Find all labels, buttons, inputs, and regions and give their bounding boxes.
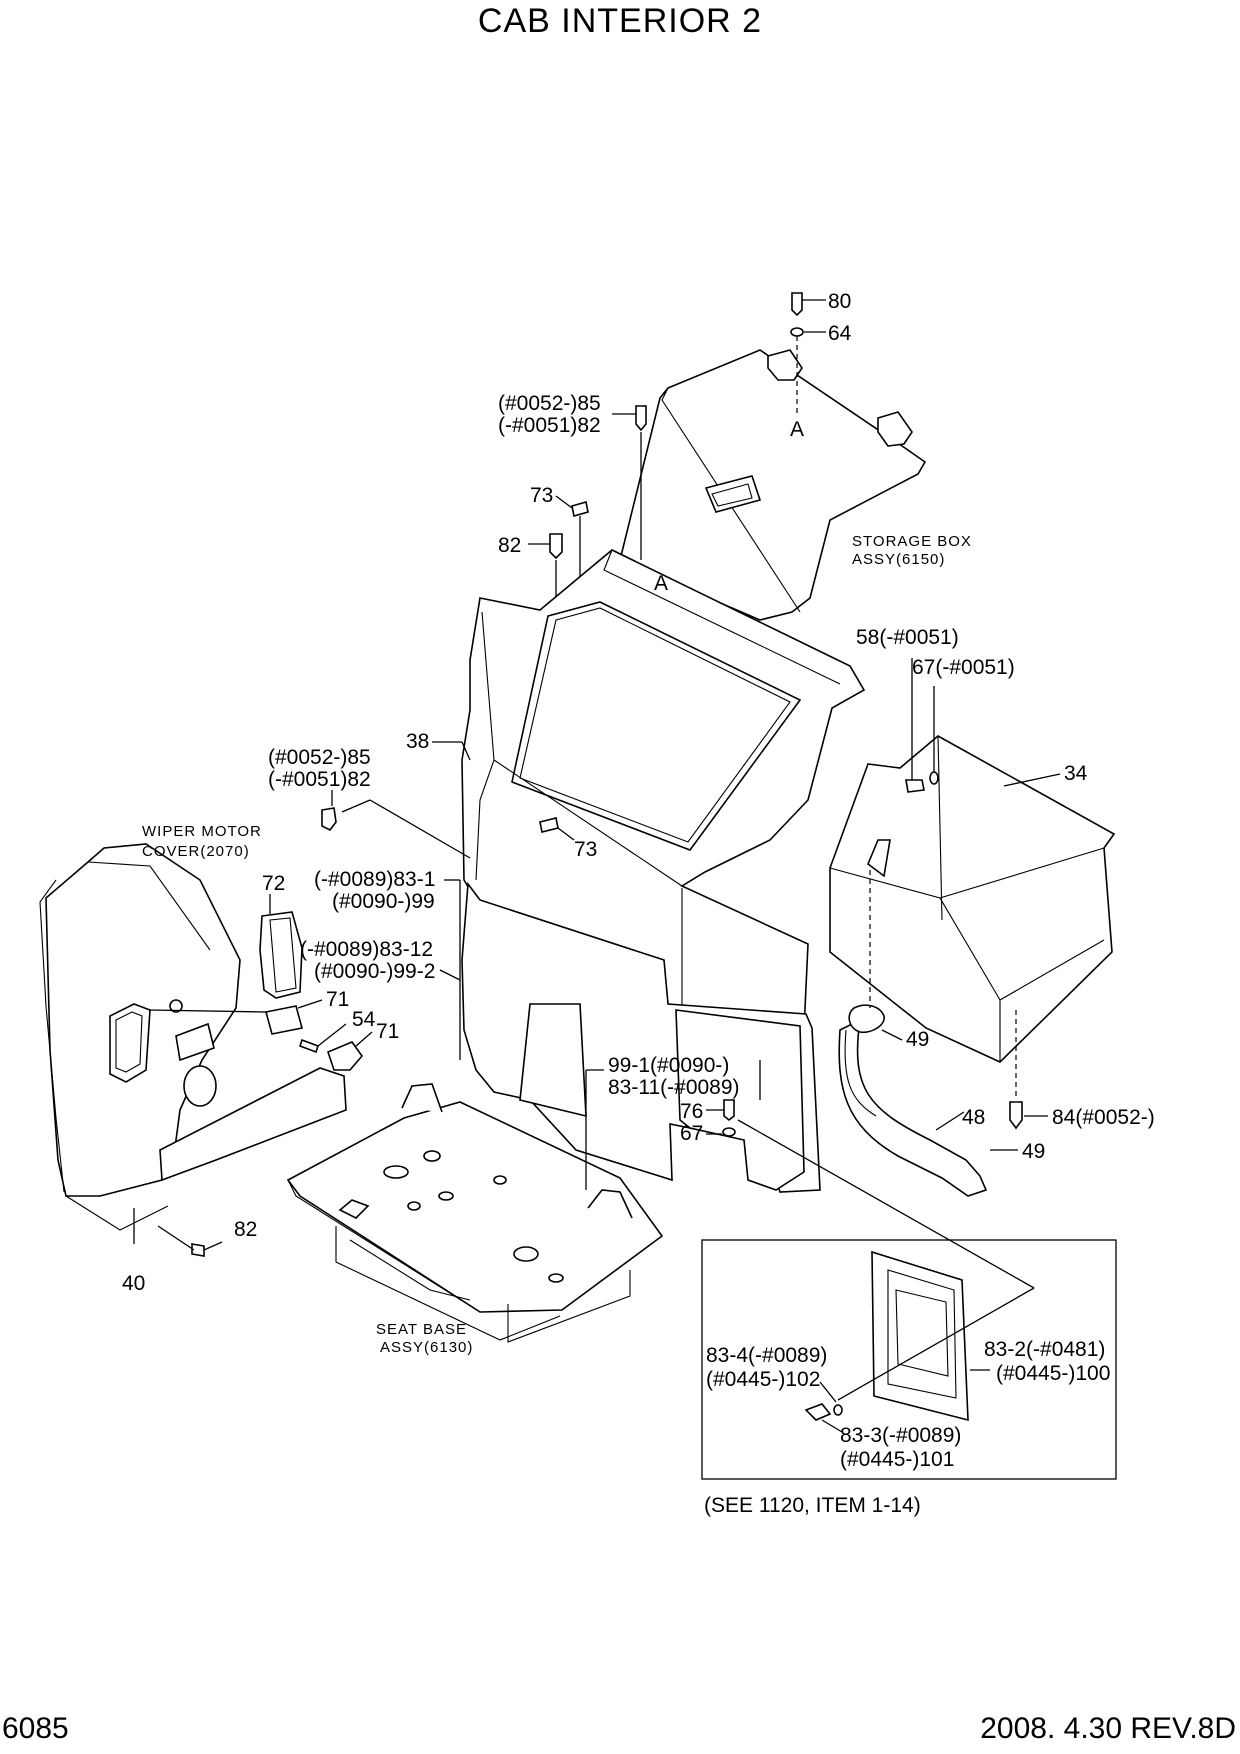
bolt-85-82-left bbox=[321, 790, 471, 859]
callout-76: 76 bbox=[680, 1100, 703, 1123]
callout-82-top: 82 bbox=[498, 534, 521, 557]
callout-71-pad: 71 bbox=[326, 988, 349, 1011]
callout-83-1: (-#0089)83-1 bbox=[314, 868, 435, 891]
clip-73-mid bbox=[539, 817, 575, 841]
callout-99: (#0090-)99 bbox=[332, 890, 435, 913]
callout-99-2: (#0090-)99-2 bbox=[314, 960, 435, 983]
storage-box-34 bbox=[829, 735, 1116, 1063]
washer-67-top bbox=[929, 686, 939, 785]
page-title: CAB INTERIOR 2 bbox=[477, 2, 763, 40]
drain-hose-48 bbox=[838, 1004, 988, 1197]
callout-83-12: (-#0089)83-12 bbox=[300, 938, 433, 961]
callout-101: (#0445-)101 bbox=[840, 1448, 954, 1471]
callout-48: 48 bbox=[962, 1106, 985, 1129]
rear-panel-38 bbox=[461, 549, 866, 1031]
callout-73-mid: 73 bbox=[574, 838, 597, 861]
bolt-58 bbox=[905, 658, 925, 793]
revision-date: 2008. 4.30 REV.8D bbox=[980, 1712, 1236, 1745]
callout-54: 54 bbox=[352, 1008, 376, 1031]
wing-screw-83-3 bbox=[804, 1403, 843, 1421]
callout-58: 58(-#0051) bbox=[856, 626, 959, 649]
page-number: 6085 bbox=[2, 1712, 69, 1745]
callout-84: 84(#0052-) bbox=[1052, 1106, 1155, 1129]
storage-box-label-1: STORAGE BOX bbox=[852, 533, 972, 550]
pad-71 bbox=[265, 999, 323, 1035]
bolt-80 bbox=[791, 292, 826, 317]
callout-80: 80 bbox=[828, 290, 851, 313]
callout-102: (#0445-)102 bbox=[706, 1368, 820, 1391]
callout-83-2: 83-2(-#0481) bbox=[984, 1338, 1105, 1361]
callout-82-bottom: 82 bbox=[234, 1218, 257, 1241]
washer-64 bbox=[790, 327, 826, 337]
callout-38: 38 bbox=[406, 730, 429, 753]
callout-A-top: A bbox=[790, 418, 804, 441]
callout-85-top: (#0052-)85 bbox=[498, 392, 601, 415]
wiper-motor-label-1: WIPER MOTOR bbox=[142, 823, 262, 840]
storage-box-label-2: ASSY(6150) bbox=[852, 551, 945, 568]
callout-82-top-a: (-#0051)82 bbox=[498, 414, 601, 437]
callout-83-4: 83-4(-#0089) bbox=[706, 1344, 827, 1367]
callout-49-lower: 49 bbox=[1022, 1140, 1045, 1163]
callout-40: 40 bbox=[122, 1272, 145, 1295]
callout-72: 72 bbox=[262, 872, 285, 895]
bolt-85-82-top bbox=[612, 405, 647, 560]
callout-67: 67 bbox=[680, 1122, 703, 1145]
callout-82-left: (-#0051)82 bbox=[268, 768, 371, 791]
vent-grille-83-2 bbox=[871, 1250, 969, 1422]
storage-box-lid bbox=[619, 349, 927, 621]
switch-72 bbox=[259, 894, 303, 999]
callout-A-mid: A bbox=[654, 572, 668, 595]
callout-49-upper: 49 bbox=[906, 1028, 929, 1051]
wiper-motor-cover-40 bbox=[39, 843, 347, 1244]
callout-100: (#0445-)100 bbox=[996, 1362, 1110, 1385]
seat-base-label-2: ASSY(6130) bbox=[380, 1339, 473, 1356]
bolt-84 bbox=[1009, 1101, 1048, 1130]
callout-99-1: 99-1(#0090-) bbox=[608, 1054, 729, 1077]
callout-83-3: 83-3(-#0089) bbox=[840, 1424, 961, 1447]
knob-71 bbox=[327, 1031, 373, 1071]
callout-73-top: 73 bbox=[530, 484, 553, 507]
callout-34: 34 bbox=[1064, 762, 1088, 785]
callout-71-knob: 71 bbox=[376, 1020, 399, 1043]
detail-inset-box bbox=[701, 1239, 1117, 1480]
callout-67-top: 67(-#0051) bbox=[912, 656, 1015, 679]
seat-base-label-1: SEAT BASE bbox=[376, 1321, 467, 1338]
bolt-82-bottom bbox=[157, 1225, 223, 1257]
screw-54 bbox=[298, 1023, 347, 1054]
callout-83-11: 83-11(-#0089) bbox=[608, 1076, 740, 1099]
callout-85-left: (#0052-)85 bbox=[268, 746, 371, 769]
callout-64: 64 bbox=[828, 322, 852, 345]
see-reference-note: (SEE 1120, ITEM 1-14) bbox=[704, 1494, 921, 1517]
seat-base-assy bbox=[286, 1083, 664, 1343]
bolt-76 bbox=[722, 1099, 736, 1137]
wiper-motor-label-2: COVER(2070) bbox=[142, 843, 250, 860]
